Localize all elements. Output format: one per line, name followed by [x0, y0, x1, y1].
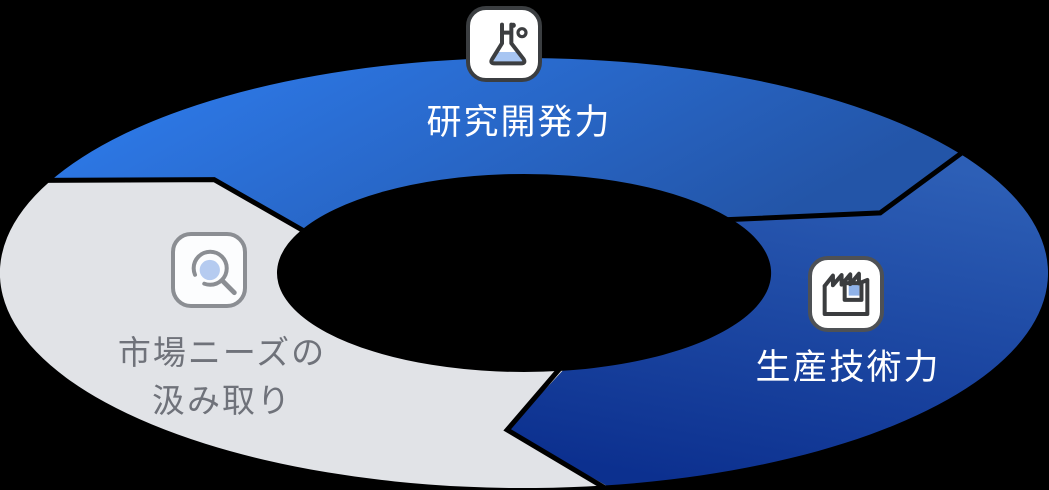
lens-rim	[191, 249, 229, 287]
segment-rd	[49, 58, 959, 232]
segment-label-rd: 研究開発力	[426, 103, 612, 142]
segment-market	[0, 179, 606, 489]
search-icon	[191, 249, 237, 296]
factory-outline	[822, 271, 870, 316]
flask-liquid	[493, 52, 525, 64]
segment-label-market: 市場ニーズの 汲み取り	[118, 329, 326, 425]
bubble-dot	[510, 22, 516, 28]
search-icon-card	[171, 232, 247, 308]
lens-glass	[199, 259, 220, 281]
factory-window-glass	[848, 284, 860, 296]
segment-gap	[41, 177, 309, 236]
segment-label-production: 生産技術力	[755, 348, 941, 387]
segment-gap	[503, 365, 609, 490]
segment-production	[507, 152, 1049, 486]
label-line-2: 汲み取り	[151, 382, 292, 419]
bubble-circle	[516, 27, 528, 39]
factory-window-frame	[842, 281, 864, 302]
flask-icon-card	[466, 6, 542, 82]
magnifier-handle	[220, 278, 237, 296]
factory-icon	[822, 271, 870, 316]
flask-outline	[489, 22, 527, 66]
label-line-1: 市場ニーズの	[117, 334, 327, 371]
factory-icon-card	[808, 256, 884, 332]
segment-gap	[721, 148, 967, 223]
flask-icon	[489, 22, 528, 66]
